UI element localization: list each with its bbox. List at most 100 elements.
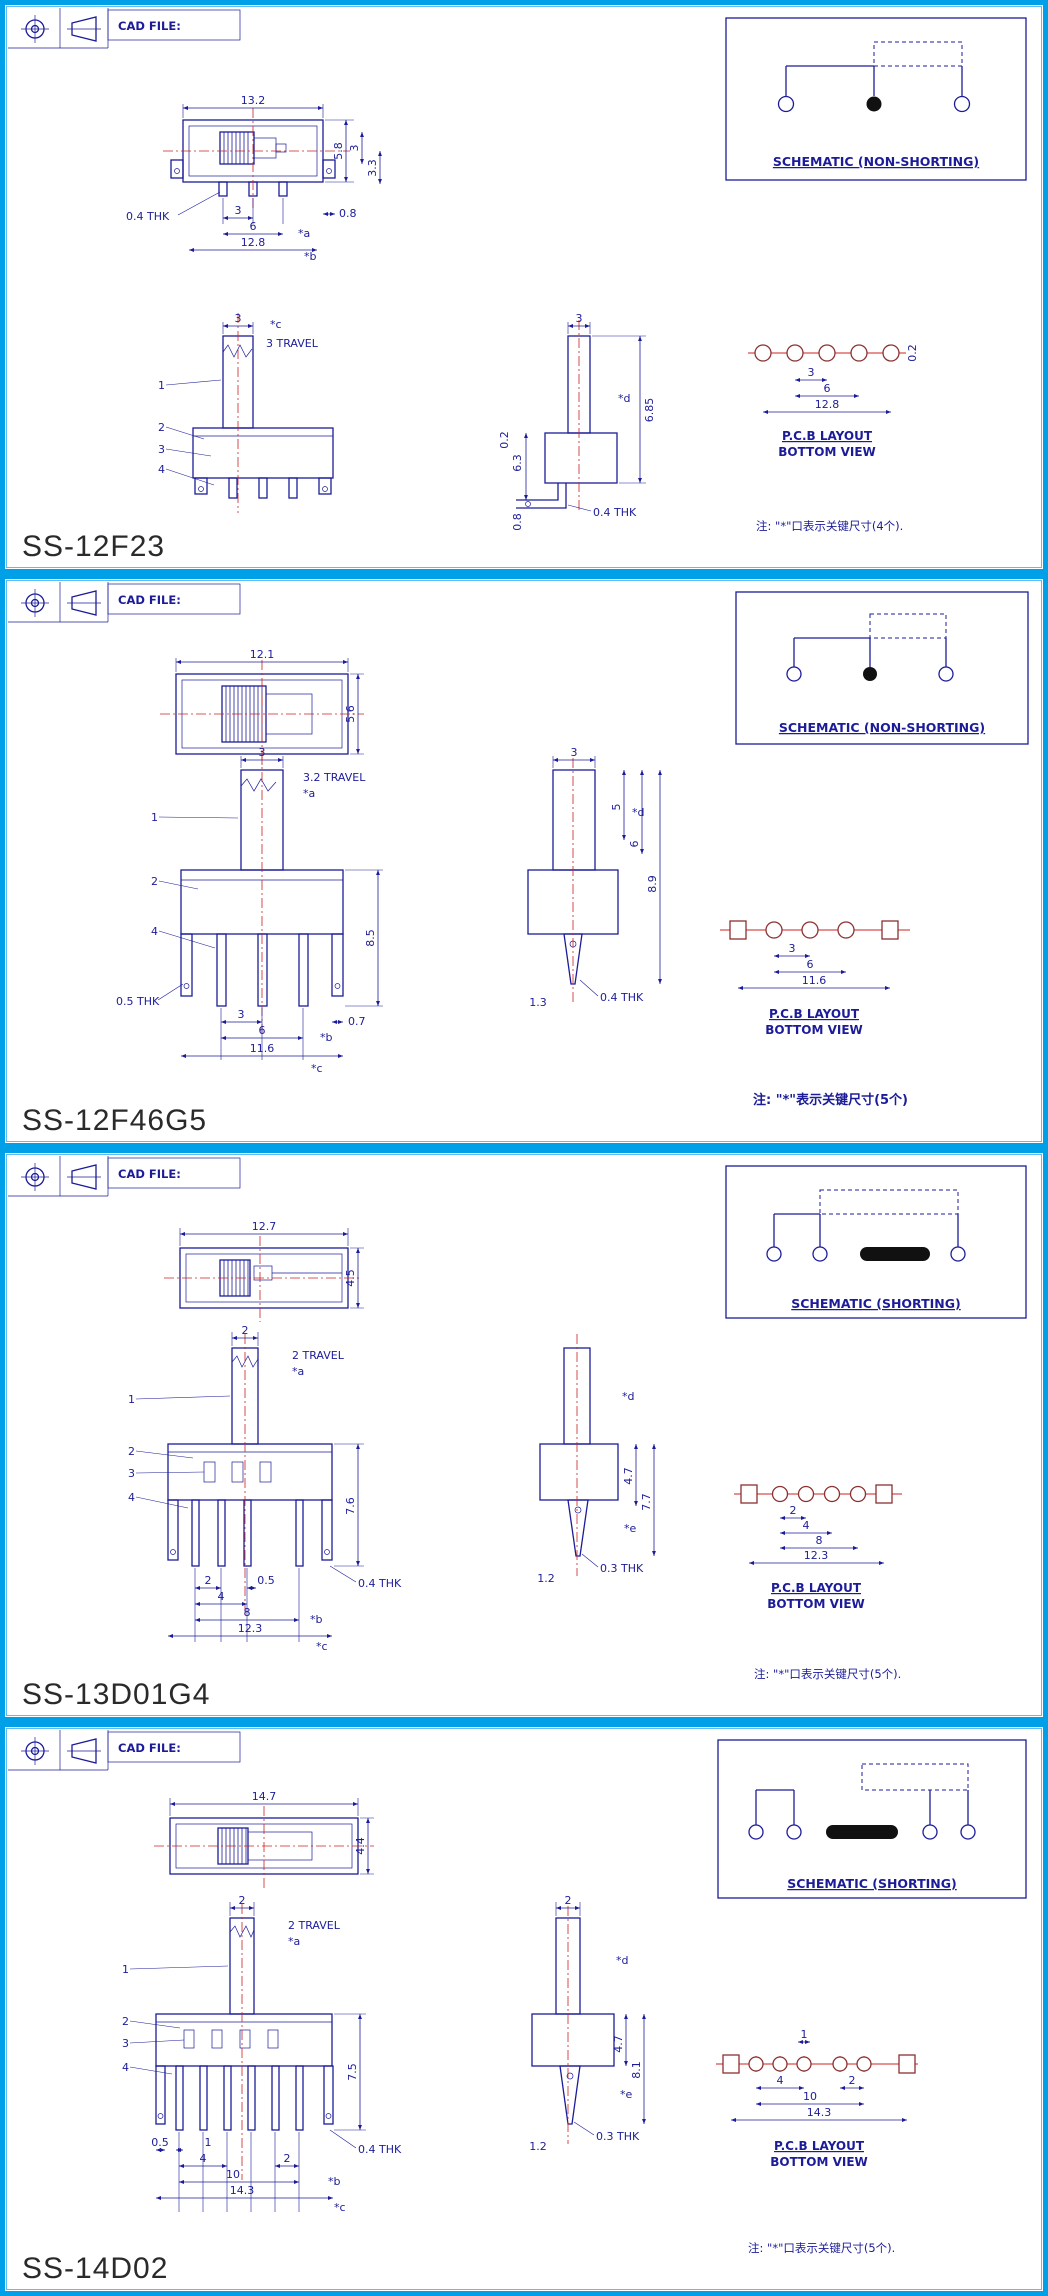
schematic-label: SCHEMATIC (NON-SHORTING) [773, 154, 979, 169]
dim-label: 8.5 [364, 929, 377, 947]
datum-target-icon [21, 1737, 49, 1765]
title-block: CAD FILE: [8, 582, 241, 623]
dim-label: 6 [824, 382, 831, 395]
dim-label: 1.2 [537, 1572, 555, 1585]
dim-label: *c [270, 318, 282, 331]
dim-label: 0.5 [151, 2136, 169, 2149]
dim-label: 1.3 [529, 996, 547, 1009]
dim-label: 0.4 THK [600, 991, 644, 1004]
dim-label: *a [303, 787, 315, 800]
pcb-layout: 1 4 2 10 14.3 P.C.B LAYOUT BOTTOM VIEW [716, 2028, 918, 2169]
key-dimension-note: 注: "*"口表示关键尺寸(5个). [754, 1667, 901, 1681]
dim-label: 0.3 THK [596, 2130, 640, 2143]
part-number: SS-14D02 [22, 2252, 168, 2285]
pcb-layout-label: P.C.B LAYOUT [771, 1581, 862, 1595]
panel-ss-12f23: CAD FILE: 13.2 5.8 [0, 0, 1048, 574]
part-callout: 4 [158, 463, 165, 476]
dim-label: 6.3 [511, 454, 524, 472]
projection-angle-icon [67, 1738, 101, 1764]
part-callout: 1 [151, 811, 158, 824]
part-callout: 2 [122, 2015, 129, 2028]
dim-label: 3 [235, 312, 242, 325]
dim-label: 4.7 [622, 1467, 635, 1485]
dim-label: 3 [571, 746, 578, 759]
drawing-ss-12f23: CAD FILE: 13.2 5.8 [8, 8, 1027, 563]
panel-ss-14d02: CAD FILE: 14.7 4.4 [0, 1722, 1048, 2296]
cad-file-label: CAD FILE: [118, 19, 181, 33]
dim-label: 6 [250, 220, 257, 233]
datum-target-icon [21, 15, 49, 43]
dim-label: 0.3 THK [600, 1562, 644, 1575]
bottom-view-label: BOTTOM VIEW [767, 1597, 865, 1611]
pcb-layout: 3 6 11.6 P.C.B LAYOUT BOTTOM VIEW [720, 920, 910, 1037]
dim-label: *d [632, 806, 644, 819]
dim-label: 7.6 [344, 1497, 357, 1515]
cad-file-label: CAD FILE: [118, 593, 181, 607]
dim-label: 14.3 [230, 2184, 255, 2197]
part-callout: 4 [122, 2061, 129, 2074]
dim-label: 4 [200, 2152, 207, 2165]
top-view: 13.2 5.8 3 3.3 0.4 THK 3 6 *a 0.8 12.8 [126, 94, 382, 263]
dim-label: *d [618, 392, 630, 405]
side-view: 2 *d 4.7 8.1 *e 0.3 THK 1.2 [529, 1894, 646, 2153]
panel-ss-13d01g4: CAD FILE: 12.7 4.5 [0, 1148, 1048, 1722]
dim-label: 12.3 [238, 1622, 263, 1635]
dim-label: 3.3 [366, 159, 379, 177]
datum-target-icon [21, 1163, 49, 1191]
dim-label: 2 TRAVEL [292, 1349, 345, 1362]
part-number: SS-12F46G5 [22, 1104, 207, 1137]
pcb-layout: 2 4 8 12.3 P.C.B LAYOUT BOTTOM VIEW [734, 1484, 902, 1611]
dim-label: 0.5 [257, 1574, 275, 1587]
top-view: 14.7 4.4 [154, 1790, 374, 1888]
dim-label: 3 [238, 1008, 245, 1021]
cad-file-label: CAD FILE: [118, 1741, 181, 1755]
dim-label: 1 [801, 2028, 808, 2041]
dim-label: 4.5 [344, 1269, 357, 1287]
dim-label: 14.3 [807, 2106, 832, 2119]
dim-label: 0.2 [906, 344, 919, 362]
part-callout: 4 [128, 1491, 135, 1504]
dim-label: 4.7 [612, 2035, 625, 2053]
key-dimension-note: 注: "*"表示关键尺寸(5个) [753, 1092, 908, 1108]
dim-label: 3.2 TRAVEL [303, 771, 366, 784]
front-view: 3 *c 3 TRAVEL 1 2 3 4 [158, 312, 334, 513]
dim-label: *b [304, 250, 317, 263]
dim-label: 10 [803, 2090, 817, 2103]
dim-label: 8.9 [646, 875, 659, 893]
dim-label: *d [622, 1390, 634, 1403]
key-dimension-note: 注: "*"口表示关键尺寸(5个). [748, 2241, 895, 2255]
dim-label: 7.5 [346, 2063, 359, 2081]
dim-label: 0.4 THK [358, 1577, 402, 1590]
dim-label: 0.5 THK [116, 995, 160, 1008]
dim-label: 3 [576, 312, 583, 325]
part-callout: 1 [128, 1393, 135, 1406]
projection-angle-icon [67, 16, 101, 42]
dim-label: 0.8 [511, 513, 524, 531]
part-callout: 3 [122, 2037, 129, 2050]
front-view: 3 3.2 TRAVEL *a 1 2 4 8.5 0.5 THK 3 0.7 [116, 746, 383, 1075]
dim-label: 2 [284, 2152, 291, 2165]
dim-label: 3 TRAVEL [266, 337, 319, 350]
dim-label: *c [334, 2201, 346, 2214]
bottom-view-label: BOTTOM VIEW [765, 1023, 863, 1037]
pcb-layout-label: P.C.B LAYOUT [774, 2139, 865, 2153]
dim-label: 8 [816, 1534, 823, 1547]
dim-label: 12.3 [804, 1549, 829, 1562]
dim-label: 1 [205, 2136, 212, 2149]
pcb-layout-label: P.C.B LAYOUT [782, 429, 873, 443]
dim-label: 2 [205, 1574, 212, 1587]
dim-label: *d [616, 1954, 628, 1967]
dim-label: 0.4 THK [126, 210, 170, 223]
part-number: SS-13D01G4 [22, 1678, 210, 1711]
dim-label: 6 [807, 958, 814, 971]
bottom-view-label: BOTTOM VIEW [778, 445, 876, 459]
dim-label: 12.1 [250, 648, 275, 661]
dim-label: 6 [259, 1024, 266, 1037]
dim-label: 0.8 [339, 207, 357, 220]
part-callout: 2 [158, 421, 165, 434]
title-block: CAD FILE: [8, 1156, 241, 1197]
dim-label: 3 [235, 204, 242, 217]
dim-label: 5.8 [332, 142, 345, 160]
schematic-box: SCHEMATIC (NON-SHORTING) [735, 591, 1029, 745]
title-block: CAD FILE: [8, 1730, 241, 1771]
